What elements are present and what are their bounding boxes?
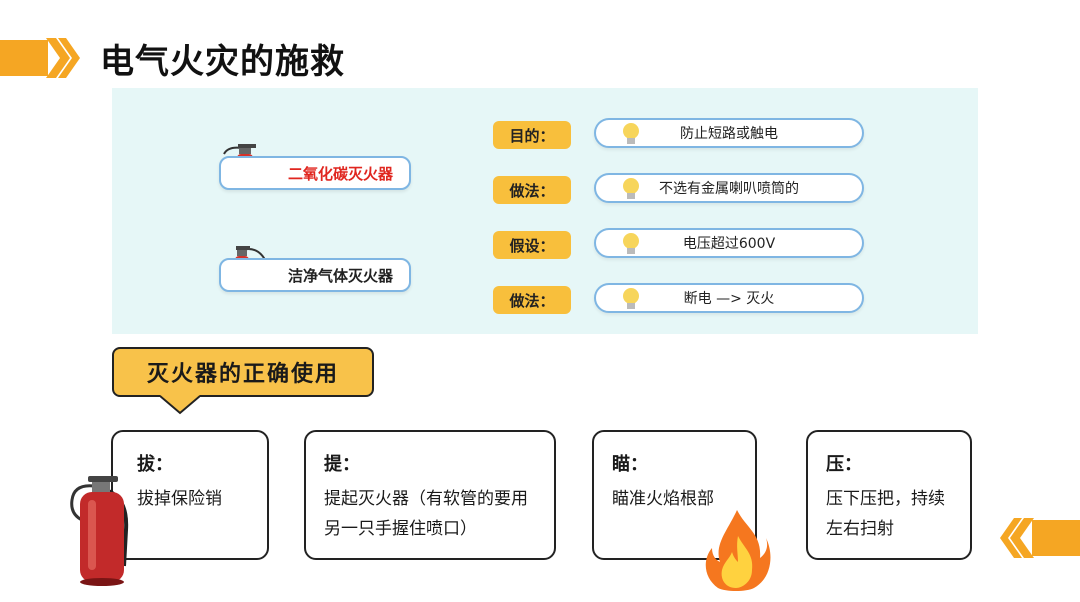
lightbulb-icon (623, 288, 639, 309)
co2-extinguisher-label: 二氧化碳灭火器 (219, 156, 411, 190)
row-tag: 做法： (493, 286, 571, 314)
step-title: 压： (826, 454, 862, 475)
lightbulb-icon (623, 178, 639, 199)
row-text: 断电 —> 灭火 (683, 291, 775, 307)
row-pill: 断电 —> 灭火 (594, 283, 864, 313)
lightbulb-icon (623, 233, 639, 254)
footer-accent-bar (1032, 520, 1080, 556)
step-card-lift: 提： 提起灭火器（有软管的要用另一只手握住喷口） (304, 430, 556, 560)
callout-pointer (160, 395, 200, 415)
row-pill: 电压超过600V (594, 228, 864, 258)
row-pill: 不选有金属喇叭喷筒的 (594, 173, 864, 203)
step-title: 瞄： (612, 454, 648, 475)
row-text: 防止短路或触电 (680, 126, 778, 142)
double-chevron-left-icon (1000, 518, 1034, 558)
header-accent-bar (0, 40, 48, 76)
row-text: 电压超过600V (682, 236, 776, 252)
step-title: 拔： (137, 454, 173, 475)
row-tag: 假设： (493, 231, 571, 259)
step-card-press: 压： 压下压把，持续左右扫射 (806, 430, 972, 560)
fire-extinguisher-icon (70, 476, 129, 586)
flame-icon (705, 510, 771, 591)
row-tag: 做法： (493, 176, 571, 204)
step-text: 提起灭火器（有软管的要用另一只手握住喷口） (324, 489, 528, 539)
row-pill: 防止短路或触电 (594, 118, 864, 148)
step-text: 瞄准火焰根部 (612, 489, 714, 509)
row-tag: 目的： (493, 121, 571, 149)
step-card-pull: 拔： 拔掉保险销 (111, 430, 269, 560)
usage-callout: 灭火器的正确使用 (112, 347, 374, 397)
double-chevron-right-icon (46, 38, 80, 78)
lightbulb-icon (623, 123, 639, 144)
step-title: 提： (324, 454, 360, 475)
step-text: 拔掉保险销 (137, 489, 222, 509)
step-text: 压下压把，持续左右扫射 (826, 489, 945, 539)
clean-agent-extinguisher-label: 洁净气体灭火器 (219, 258, 411, 292)
row-text: 不选有金属喇叭喷筒的 (659, 181, 799, 197)
page-title: 电气火灾的施救 (100, 42, 345, 82)
